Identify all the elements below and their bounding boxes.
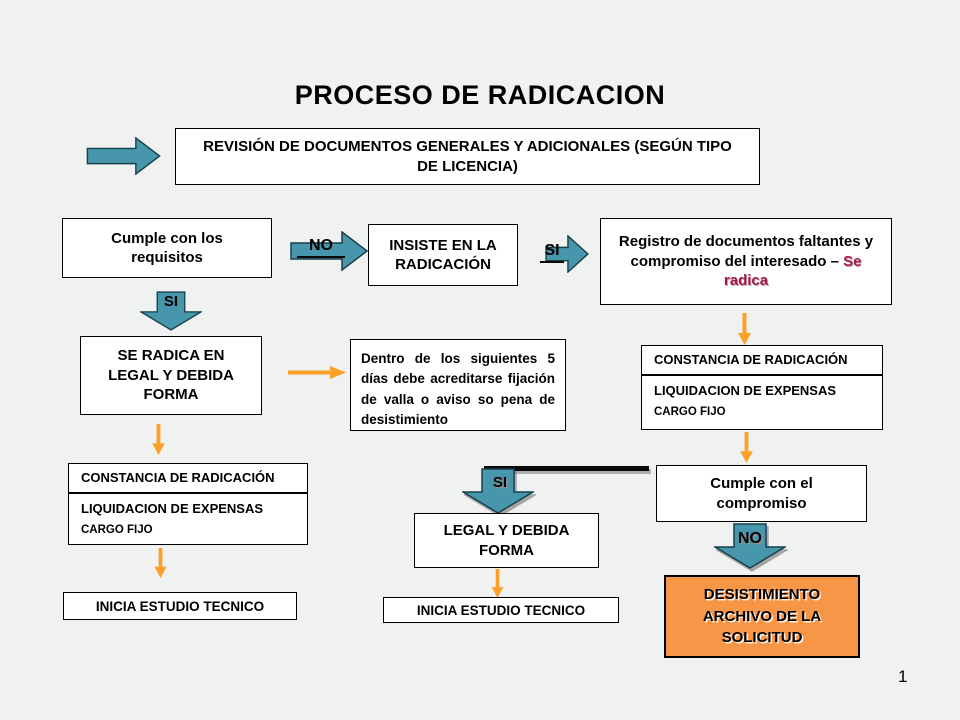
constancia-radicacion-right-box: CONSTANCIA DE RADICACIÓN <box>641 345 883 375</box>
connector-line <box>484 466 649 471</box>
revision-documentos-label: REVISIÓN DE DOCUMENTOS GENERALES Y ADICI… <box>203 138 732 175</box>
cargo-fijo-right-label: CARGO FIJO <box>654 405 726 418</box>
orange-arrow-down-registro-icon <box>738 313 751 345</box>
liquidacion-expensas-right-label: LIQUIDACION DE EXPENSAS <box>654 383 837 398</box>
no-arrow-right-icon <box>290 231 369 271</box>
cargo-fijo-left-label: CARGO FIJO <box>81 523 153 536</box>
si-arrow-down-mid-icon <box>462 468 534 514</box>
liquidacion-expensas-left-label: LIQUIDACION DE EXPENSAS <box>81 501 264 516</box>
se-radica-highlight: Se radica <box>723 252 862 290</box>
insiste-radicacion-label: INSISTE EN LA RADICACIÓN <box>389 236 497 274</box>
si-down-left-label: SI <box>163 293 179 310</box>
si-arrow-down-left-icon <box>140 291 202 331</box>
constancia-radicacion-left-label: CONSTANCIA DE RADICACIÓN <box>81 470 275 486</box>
inicia-estudio-left-label: INICIA ESTUDIO TECNICO <box>95 598 265 614</box>
cumple-compromiso-box: Cumple con el compromiso <box>656 465 867 522</box>
se-radica-label: SE RADICA EN LEGAL Y DEBIDA FORMA <box>108 347 234 404</box>
page-title: PROCESO DE RADICACION <box>294 80 666 110</box>
liquidacion-expensas-right-box: LIQUIDACION DE EXPENSAS CARGO FIJO <box>641 375 883 430</box>
liquidacion-expensas-left-box: LIQUIDACION DE EXPENSAS CARGO FIJO <box>68 493 308 545</box>
desistimiento-archivo-label: DESISTIMIENTO ARCHIVO DE LA SOLICITUD <box>702 585 822 647</box>
cumple-requisitos-label: Cumple con los requisitos <box>111 229 223 267</box>
cumple-compromiso-label: Cumple con el compromiso <box>710 475 813 512</box>
constancia-radicacion-right-label: CONSTANCIA DE RADICACIÓN <box>654 352 848 368</box>
se-radica-box: SE RADICA EN LEGAL Y DEBIDA FORMA <box>80 336 262 415</box>
plazo-nota-label: Dentro de los siguientes 5 días debe acr… <box>361 351 555 427</box>
plazo-nota-box: Dentro de los siguientes 5 días debe acr… <box>350 339 566 431</box>
inicia-estudio-left-box: INICIA ESTUDIO TECNICO <box>63 592 297 620</box>
inicia-estudio-mid-box: INICIA ESTUDIO TECNICO <box>383 597 619 623</box>
revision-documentos-box: REVISIÓN DE DOCUMENTOS GENERALES Y ADICI… <box>175 128 760 185</box>
desistimiento-archivo-box: DESISTIMIENTO ARCHIVO DE LA SOLICITUD <box>664 575 860 658</box>
si-down-mid-label: SI <box>492 474 508 491</box>
registro-documentos-label: Registro de documentos faltantes y compr… <box>610 232 882 291</box>
orange-arrow-down-left-icon <box>154 548 167 578</box>
legal-debida-forma-box: LEGAL Y DEBIDA FORMA <box>414 513 599 568</box>
orange-arrow-down-seradica-icon <box>152 424 165 455</box>
registro-documentos-text: Registro de documentos faltantes y compr… <box>618 233 874 270</box>
no-arrow-label: NO <box>297 237 345 258</box>
start-arrow-right-icon <box>86 137 161 175</box>
inicia-estudio-mid-label: INICIA ESTUDIO TECNICO <box>416 602 586 618</box>
si-arrow-right-icon <box>545 235 589 273</box>
orange-arrow-down-right-icon <box>740 432 753 463</box>
cumple-requisitos-box: Cumple con los requisitos <box>62 218 272 278</box>
no-down-label: NO <box>738 530 762 547</box>
orange-arrow-right-icon <box>288 366 346 379</box>
no-arrow-down-icon <box>714 523 786 569</box>
legal-debida-forma-label: LEGAL Y DEBIDA FORMA <box>443 522 570 559</box>
constancia-radicacion-left-box: CONSTANCIA DE RADICACIÓN <box>68 463 308 493</box>
insiste-radicacion-box: INSISTE EN LA RADICACIÓN <box>368 224 518 286</box>
orange-arrow-down-mid-icon <box>491 569 504 598</box>
registro-documentos-box: Registro de documentos faltantes y compr… <box>600 218 892 305</box>
si-arrow-label: SI <box>540 242 564 263</box>
page-number: 1 <box>898 667 908 686</box>
